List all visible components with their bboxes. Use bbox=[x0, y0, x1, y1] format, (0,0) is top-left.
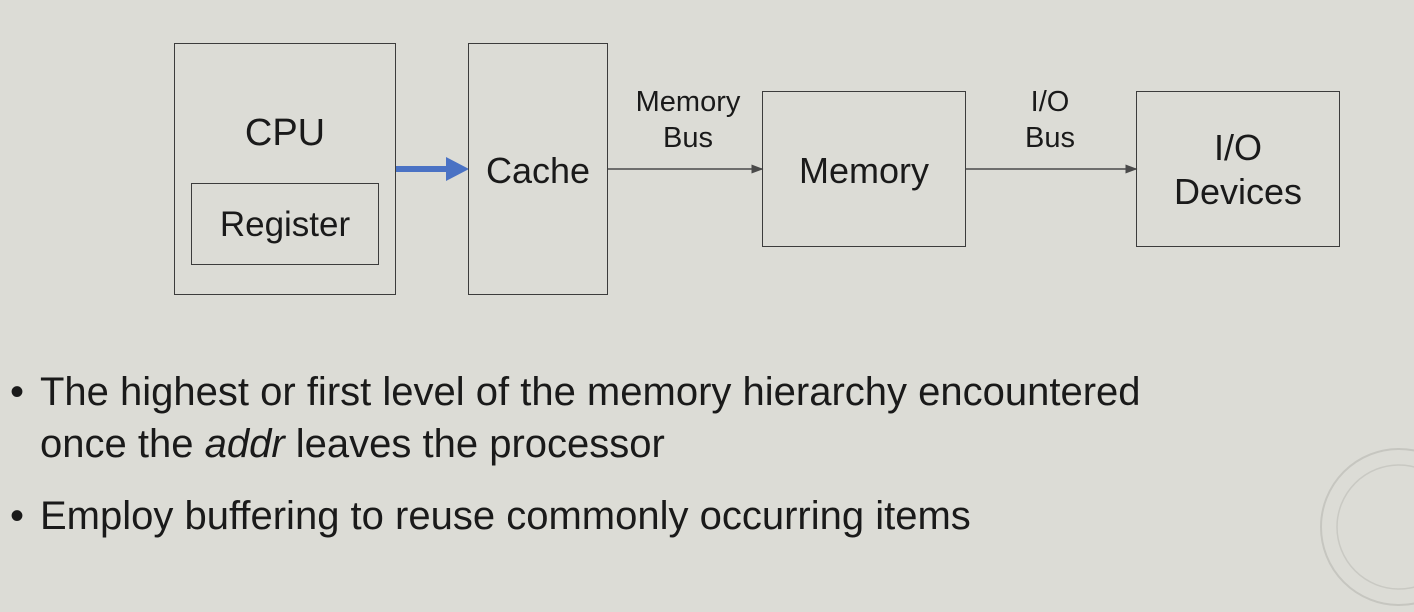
cache-label: Cache bbox=[485, 150, 591, 191]
memory-bus-label: Memory Bus bbox=[618, 84, 758, 157]
bullet-dot: • bbox=[10, 494, 25, 538]
io-devices-label: I/O Devices bbox=[1136, 126, 1340, 214]
bullet-list: • The highest or first level of the memo… bbox=[0, 366, 1414, 542]
io-bus-label: I/O Bus bbox=[1000, 84, 1100, 157]
bullet-item-1: • The highest or first level of the memo… bbox=[0, 366, 1414, 470]
bullet-1-emphasis: addr bbox=[204, 422, 285, 466]
io-devices-box bbox=[1136, 91, 1340, 247]
bullet-1-text-after: leaves the processor bbox=[284, 422, 665, 466]
register-box bbox=[191, 183, 379, 265]
cpu-to-cache-arrow bbox=[396, 157, 469, 181]
cache-box bbox=[468, 43, 608, 295]
cpu-box bbox=[174, 43, 396, 295]
io-devices-label-line2: Devices bbox=[1173, 171, 1303, 212]
cpu-label: CPU bbox=[244, 112, 326, 154]
memory-bus-label-line1: Memory bbox=[635, 86, 741, 118]
bullet-dot: • bbox=[10, 370, 25, 414]
bullet-2-line-1: Employ buffering to reuse commonly occur… bbox=[40, 494, 971, 538]
io-bus-label-line1: I/O bbox=[1030, 86, 1070, 118]
memory-label: Memory bbox=[798, 150, 929, 191]
university-seal-watermark bbox=[1320, 448, 1414, 606]
bullet-1-line-1: The highest or first level of the memory… bbox=[40, 370, 1141, 414]
bullet-item-2: • Employ buffering to reuse commonly occ… bbox=[0, 490, 1414, 542]
register-label: Register bbox=[219, 205, 351, 244]
memory-box bbox=[762, 91, 966, 247]
diagram-connectors bbox=[396, 157, 1138, 181]
io-devices-label-line1: I/O bbox=[1213, 127, 1262, 168]
io-bus-label-line2: Bus bbox=[1025, 122, 1075, 155]
memory-bus-label-line2: Bus bbox=[663, 122, 713, 155]
bullet-1-text-before: once the bbox=[40, 422, 205, 466]
bullet-1-line-2: once the addr leaves the processor bbox=[40, 418, 1414, 470]
